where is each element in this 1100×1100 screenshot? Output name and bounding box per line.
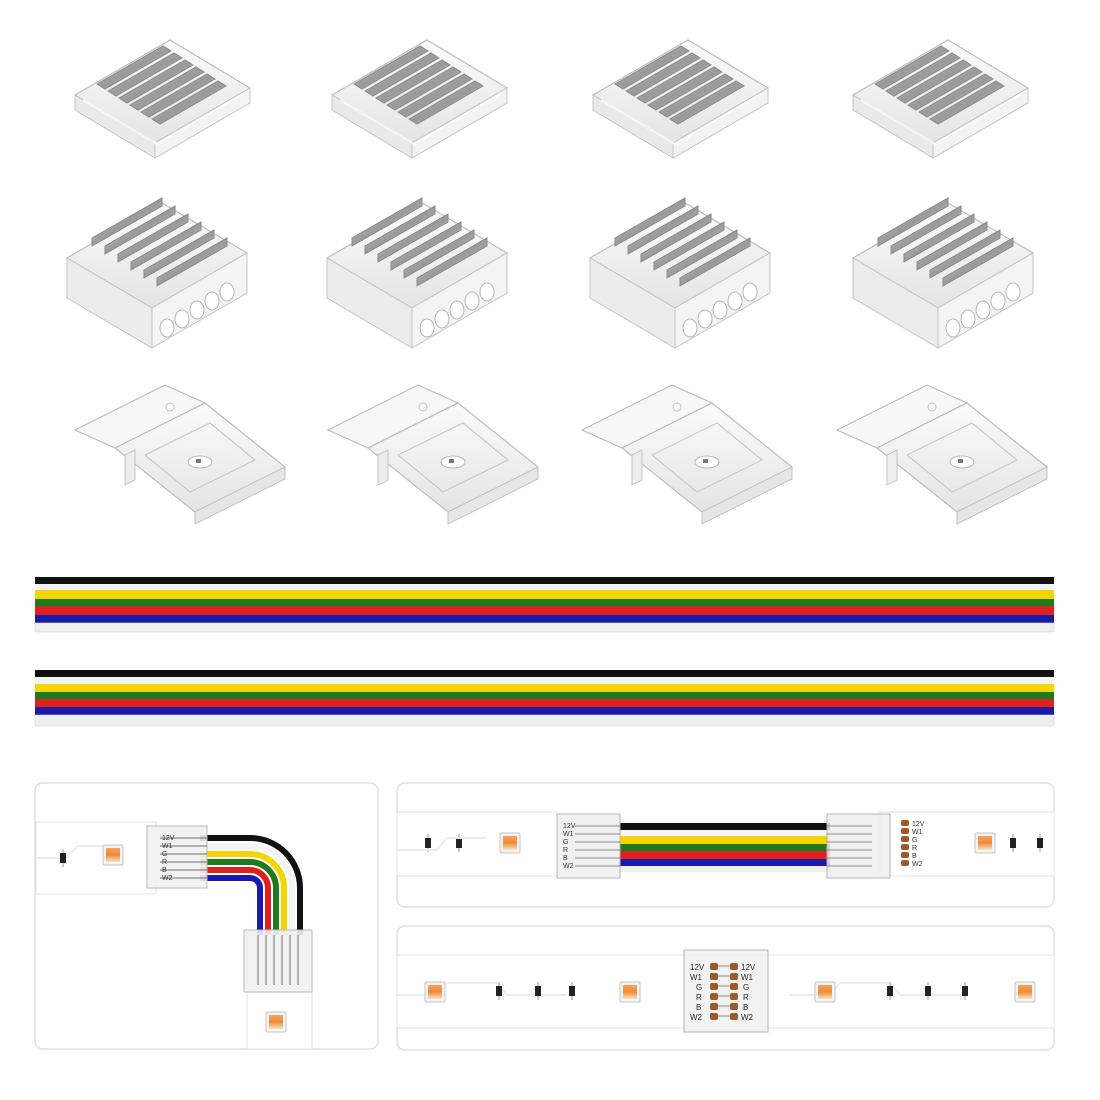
l-label-w2: W2 [162, 875, 173, 882]
jumper-left-b: B [563, 855, 568, 862]
s2s-left-12v: 12V [690, 963, 705, 972]
jumper-right-w1: W1 [912, 829, 923, 836]
l-label-b: B [162, 867, 167, 874]
l-label-r: R [162, 859, 167, 866]
ribbon-cable-1 [34, 577, 1055, 633]
jumper-left-r: R [563, 847, 568, 854]
row-gapless-connectors [74, 39, 1029, 159]
jumper-left-g: G [563, 839, 568, 846]
l-label-w1: W1 [162, 843, 173, 850]
jumper-right-b: B [912, 853, 917, 860]
s2s-right-w1: W1 [741, 973, 754, 982]
mounting-clip-1 [74, 384, 286, 525]
s2s-right-b: B [743, 1003, 748, 1012]
s2s-right-r: R [743, 993, 749, 1002]
s2s-left-w2: W2 [690, 1013, 703, 1022]
l-shape-connection-panel: 12V W1 G R B W2 [34, 782, 379, 1050]
jumper-right-12v: 12V [912, 821, 925, 828]
wire-connector-1 [66, 197, 248, 349]
s2s-left-w1: W1 [690, 973, 703, 982]
jumper-right-g: G [912, 837, 917, 844]
gapless-connector-4 [852, 39, 1029, 159]
l-label-12v: 12V [162, 835, 175, 842]
s2s-left-r: R [696, 993, 702, 1002]
jumper-left-w1: W1 [563, 831, 574, 838]
s2s-left-b: B [696, 1003, 701, 1012]
jumper-right-w2: W2 [912, 861, 923, 868]
s2s-right-w2: W2 [741, 1013, 754, 1022]
s2s-right-12v: 12V [741, 963, 756, 972]
wire-connector-3 [589, 197, 771, 349]
row-mounting-clips [74, 384, 1048, 525]
strip-to-strip-panel: 12V W1 G R B W2 12V W1 G R B W2 [396, 925, 1055, 1051]
l-label-g: G [162, 851, 167, 858]
gapless-connector-3 [592, 39, 769, 159]
wire-connector-2 [326, 197, 508, 349]
ribbon-cable-2 [34, 670, 1055, 727]
jumper-left-12v: 12V [563, 823, 576, 830]
mounting-clip-4 [836, 384, 1048, 525]
mounting-clip-3 [581, 384, 793, 525]
row-wire-connectors [66, 197, 1034, 349]
wire-jumper-panel: 12V W1 G R B W2 12V W1 G R B W2 [396, 782, 1055, 908]
wire-connector-4 [852, 197, 1034, 349]
s2s-right-g: G [743, 983, 749, 992]
gapless-connector-2 [331, 39, 508, 159]
jumper-left-w2: W2 [563, 863, 574, 870]
gapless-connector-1 [74, 39, 251, 159]
s2s-left-g: G [696, 983, 702, 992]
mounting-clip-2 [327, 384, 539, 525]
jumper-right-r: R [912, 845, 917, 852]
